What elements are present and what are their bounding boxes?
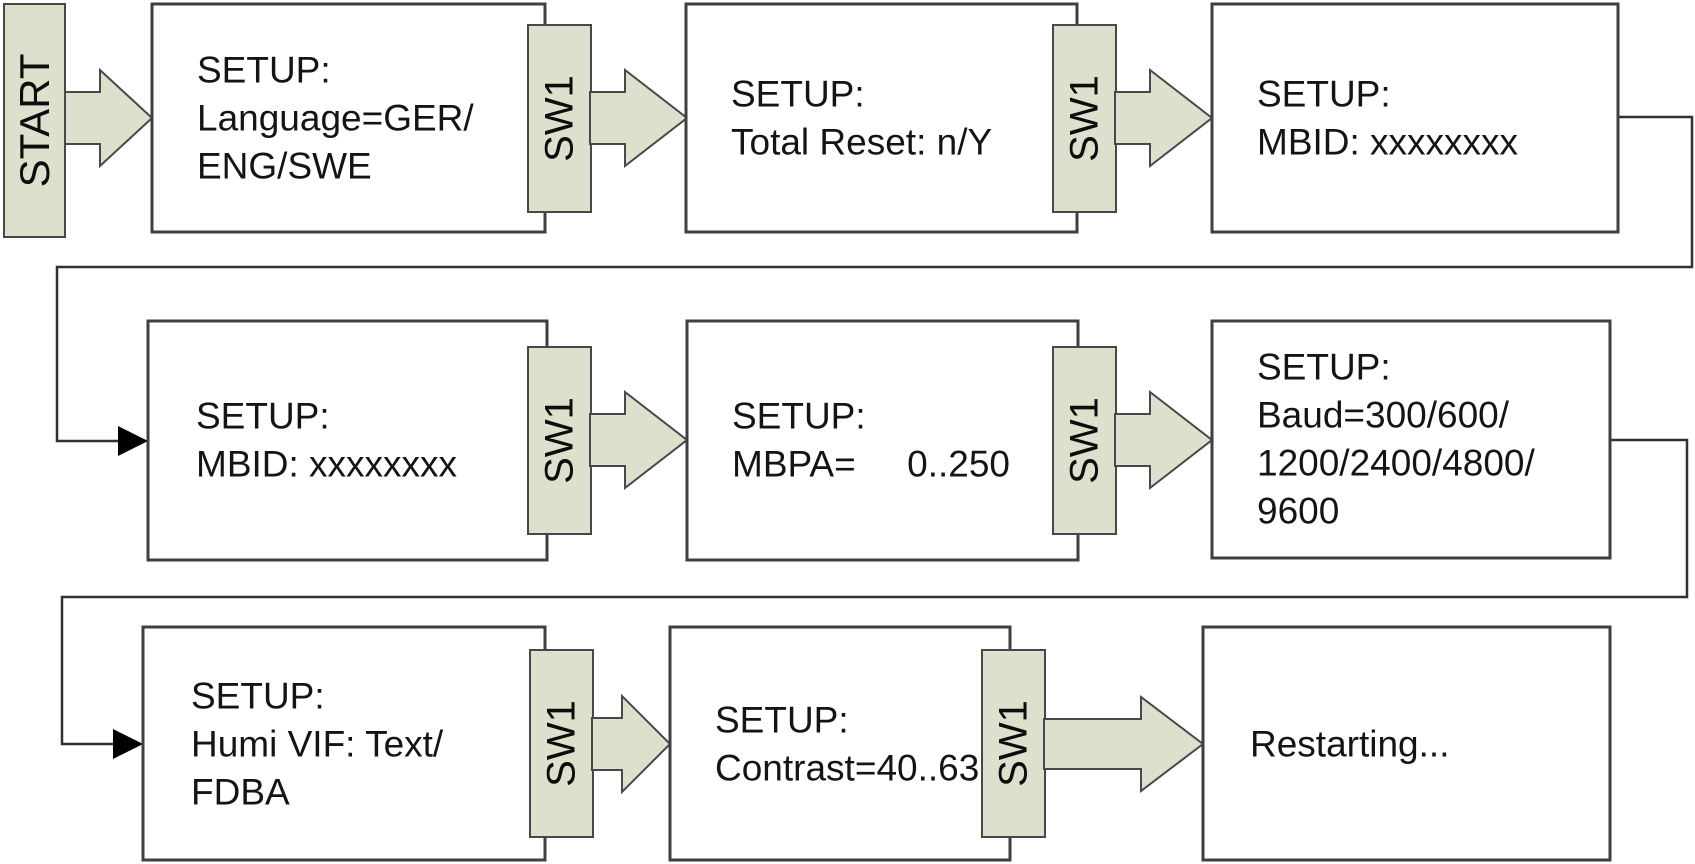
sw1-connector-6: SW1 xyxy=(981,649,1205,838)
block-arrow-to-baud xyxy=(1114,389,1214,491)
sw1-label: SW1 xyxy=(992,700,1036,787)
screen-box xyxy=(1210,2,1620,234)
sw1-label: SW1 xyxy=(1063,397,1107,484)
sw1-connector-3: SW1 xyxy=(527,346,689,535)
screen-text-line: SETUP: xyxy=(196,396,330,437)
wrap-connector-row1-to-row2 xyxy=(55,115,1694,456)
sw1-box xyxy=(529,649,594,838)
sw1-box xyxy=(1052,24,1117,213)
screen-text-line: MBPA= 0..250 xyxy=(732,444,1010,485)
sw1-label: SW1 xyxy=(538,75,582,162)
start-node: START xyxy=(3,3,66,238)
block-arrow-to-mbid-first xyxy=(1114,67,1214,169)
sw1-connector-4: SW1 xyxy=(1052,346,1214,535)
block-arrow-to-mbpa xyxy=(589,389,689,491)
block-arrow-to-total-reset xyxy=(589,67,689,169)
sw1-connector-2: SW1 xyxy=(1052,24,1214,213)
screen-box-humi-vif: SETUP: Humi VIF: Text/ FDBA xyxy=(141,625,547,862)
arrowhead-into-humi-vif xyxy=(113,729,143,759)
screen-text-line: 9600 xyxy=(1257,491,1339,532)
sw1-label: SW1 xyxy=(1063,75,1107,162)
screen-text-line: Baud=300/600/ xyxy=(1257,395,1510,436)
screen-text-line: SETUP: xyxy=(197,50,331,91)
sw1-label: SW1 xyxy=(540,700,584,787)
screen-box xyxy=(146,319,549,562)
block-arrow-to-contrast xyxy=(591,693,672,795)
sw1-connector-5: SW1 xyxy=(529,649,672,838)
screen-box xyxy=(684,2,1079,234)
screen-box-mbid-first: SETUP: MBID: xxxxxxxx xyxy=(1210,2,1620,234)
sw1-label: SW1 xyxy=(538,397,582,484)
screen-box xyxy=(1210,319,1612,560)
screen-text-line: 1200/2400/4800/ xyxy=(1257,443,1535,484)
screen-box-contrast: SETUP: Contrast=40..63 xyxy=(668,625,1012,862)
screen-text-line: Contrast=40..63 xyxy=(715,748,979,789)
screen-text-line: SETUP: xyxy=(715,700,849,741)
wrap-connector-row2-to-row3 xyxy=(60,438,1689,759)
screen-text-line: SETUP: xyxy=(1257,74,1391,115)
wrap-wire-1 xyxy=(55,115,1694,443)
screen-text-line: FDBA xyxy=(191,772,290,813)
start-label: START xyxy=(11,54,58,188)
screen-box xyxy=(685,319,1080,562)
block-arrow-to-restarting xyxy=(1043,694,1205,794)
sw1-box xyxy=(1052,346,1117,535)
screen-box xyxy=(668,625,1012,862)
screen-text-line: SETUP: xyxy=(732,396,866,437)
screen-text-line: MBID: xxxxxxxx xyxy=(1257,122,1519,163)
screen-text-line: SETUP: xyxy=(1257,347,1391,388)
sw1-box xyxy=(981,649,1046,838)
screen-text-line: SETUP: xyxy=(731,74,865,115)
screen-text-line: Humi VIF: Text/ xyxy=(191,724,444,765)
screen-box-total-reset: SETUP: Total Reset: n/Y xyxy=(684,2,1079,234)
screen-text-line: Language=GER/ xyxy=(197,98,474,139)
screen-text-line: SETUP: xyxy=(191,676,325,717)
sw1-connector-1: SW1 xyxy=(527,24,689,213)
screen-text-line: MBID: xxxxxxxx xyxy=(196,444,458,485)
screen-box-baud: SETUP: Baud=300/600/ 1200/2400/4800/ 960… xyxy=(1210,319,1612,560)
screen-box-mbid-second: SETUP: MBID: xxxxxxxx xyxy=(146,319,549,562)
screen-box-restarting: Restarting... xyxy=(1201,625,1612,862)
screen-box xyxy=(1201,625,1612,862)
arrowhead-into-mbid-second xyxy=(118,426,148,456)
screen-box xyxy=(150,2,547,234)
sw1-box xyxy=(527,24,592,213)
screen-text-line: Restarting... xyxy=(1250,724,1449,765)
screen-box-language: SETUP: Language=GER/ ENG/SWE xyxy=(150,2,547,234)
start-box xyxy=(3,3,66,238)
block-arrow-start-to-language xyxy=(64,67,154,169)
screen-text-line: ENG/SWE xyxy=(197,146,372,187)
screen-box-mbpa: SETUP: MBPA= 0..250 xyxy=(685,319,1080,562)
wrap-wire-2 xyxy=(60,438,1689,746)
screen-text-line: Total Reset: n/Y xyxy=(731,122,992,163)
